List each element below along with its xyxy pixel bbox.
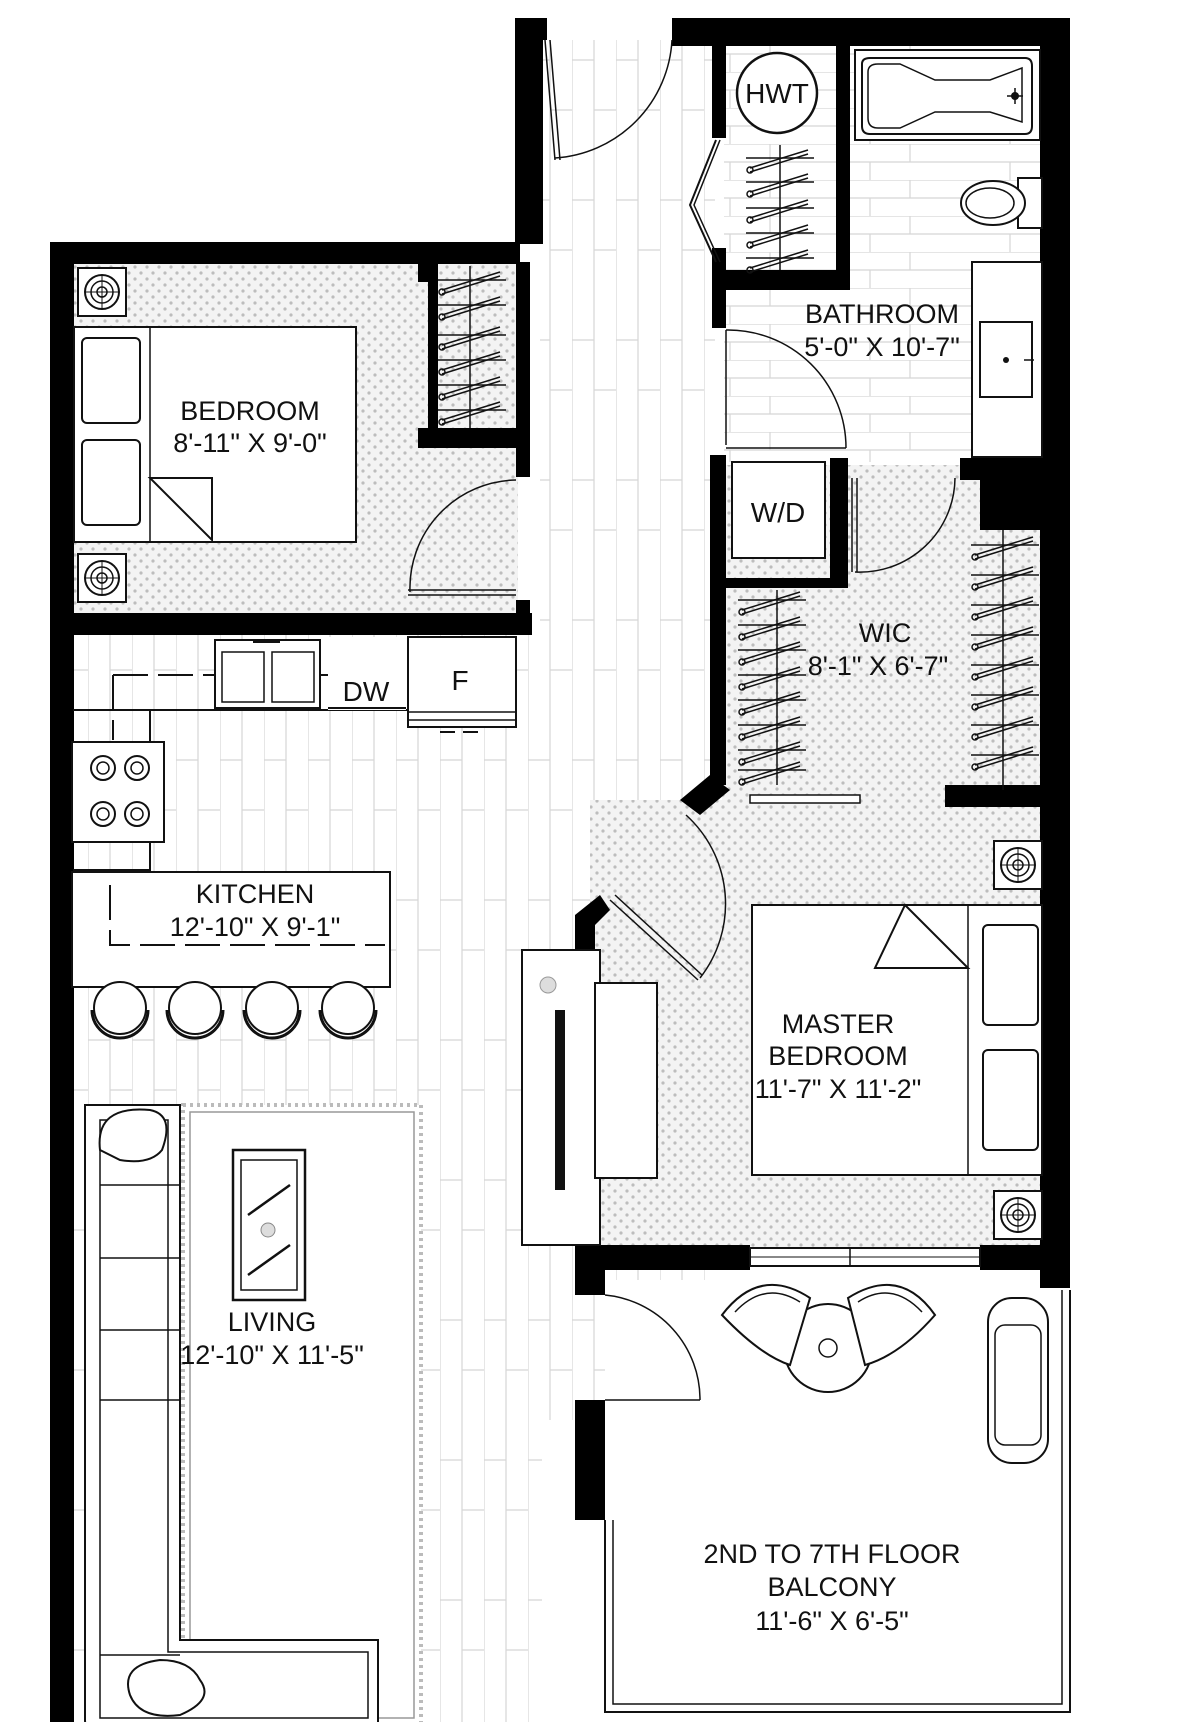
windows bbox=[749, 1247, 981, 1267]
dishwasher-label: DW bbox=[343, 676, 390, 707]
bedroom-dims: 8'-11" X 9'-0" bbox=[173, 428, 327, 458]
wic-dims: 8'-1" X 6'-7" bbox=[808, 651, 949, 681]
living-label: LIVING bbox=[228, 1307, 317, 1337]
pillow-icon bbox=[81, 337, 141, 424]
water-heater-icon bbox=[735, 51, 819, 135]
kitchen-dims: 12'-10" X 9'-1" bbox=[170, 912, 341, 942]
wic-label: WIC bbox=[859, 618, 911, 648]
bedroom-label: BEDROOM bbox=[180, 396, 320, 426]
bathroom-dims: 5'-0" X 10'-7" bbox=[804, 332, 960, 362]
living-dims: 12'-10" X 11'-5" bbox=[180, 1340, 364, 1370]
master-bedroom-furniture bbox=[594, 840, 1043, 1240]
pillow-icon bbox=[982, 1049, 1039, 1151]
master-bedroom-label-line2: BEDROOM bbox=[768, 1041, 908, 1071]
sectional-sofa-icon bbox=[84, 1104, 379, 1722]
washer-dryer-icon bbox=[731, 461, 826, 559]
wic-furniture bbox=[731, 461, 1040, 790]
washer-dryer-label: W/D bbox=[751, 497, 805, 528]
doors bbox=[408, 39, 956, 1401]
master-bedroom-label-line1: MASTER bbox=[782, 1009, 895, 1039]
bedroom-furniture bbox=[73, 262, 516, 603]
planter-icon bbox=[987, 1297, 1049, 1464]
nightstand-lamp-icon bbox=[77, 267, 127, 317]
kitchen-sink-icon bbox=[214, 639, 321, 709]
nightstand-lamp-icon bbox=[77, 553, 127, 603]
stove-icon bbox=[71, 741, 165, 843]
toilet-icon bbox=[960, 177, 1043, 229]
balcony-dims: 11'-6" X 6'-5" bbox=[755, 1606, 909, 1636]
bathroom-fixtures bbox=[735, 49, 1043, 458]
vanity-sink-icon bbox=[971, 261, 1043, 458]
pillow-icon bbox=[982, 924, 1039, 1026]
bar-stool-icon bbox=[165, 981, 225, 1040]
tv-icon bbox=[555, 1010, 565, 1190]
walls bbox=[50, 18, 1070, 1722]
bar-stool-icon bbox=[90, 981, 150, 1040]
fridge-label: F bbox=[451, 665, 468, 696]
lounge-chair-icon bbox=[720, 1283, 812, 1367]
nightstand-lamp-icon bbox=[993, 840, 1043, 890]
balcony-label-line2: BALCONY bbox=[767, 1572, 896, 1602]
master-bedroom-dims: 11'-7" X 11'-2" bbox=[755, 1074, 922, 1104]
kitchen-furniture bbox=[71, 636, 517, 1040]
kitchen-island-icon bbox=[71, 871, 391, 988]
pillow-icon bbox=[81, 439, 141, 526]
hwt-label: HWT bbox=[745, 78, 809, 109]
kitchen-label: KITCHEN bbox=[196, 879, 315, 909]
nightstand-lamp-icon bbox=[993, 1190, 1043, 1240]
living-furniture bbox=[84, 949, 601, 1722]
balcony-label-line1: 2ND TO 7TH FLOOR bbox=[703, 1539, 960, 1569]
bathroom-label: BATHROOM bbox=[805, 299, 959, 329]
balcony-railing bbox=[604, 1290, 1071, 1713]
lounge-chair-icon bbox=[846, 1283, 937, 1367]
bar-stool-icon bbox=[318, 981, 378, 1040]
bar-stool-icon bbox=[242, 981, 302, 1040]
coffee-table-icon bbox=[231, 1148, 307, 1302]
dishwasher-icon bbox=[328, 637, 406, 710]
dresser-icon bbox=[594, 982, 658, 1179]
room-labels: BEDROOM 8'-11" X 9'-0" BATHROOM 5'-0" X … bbox=[170, 78, 961, 1636]
balcony-furniture bbox=[720, 1283, 1049, 1464]
